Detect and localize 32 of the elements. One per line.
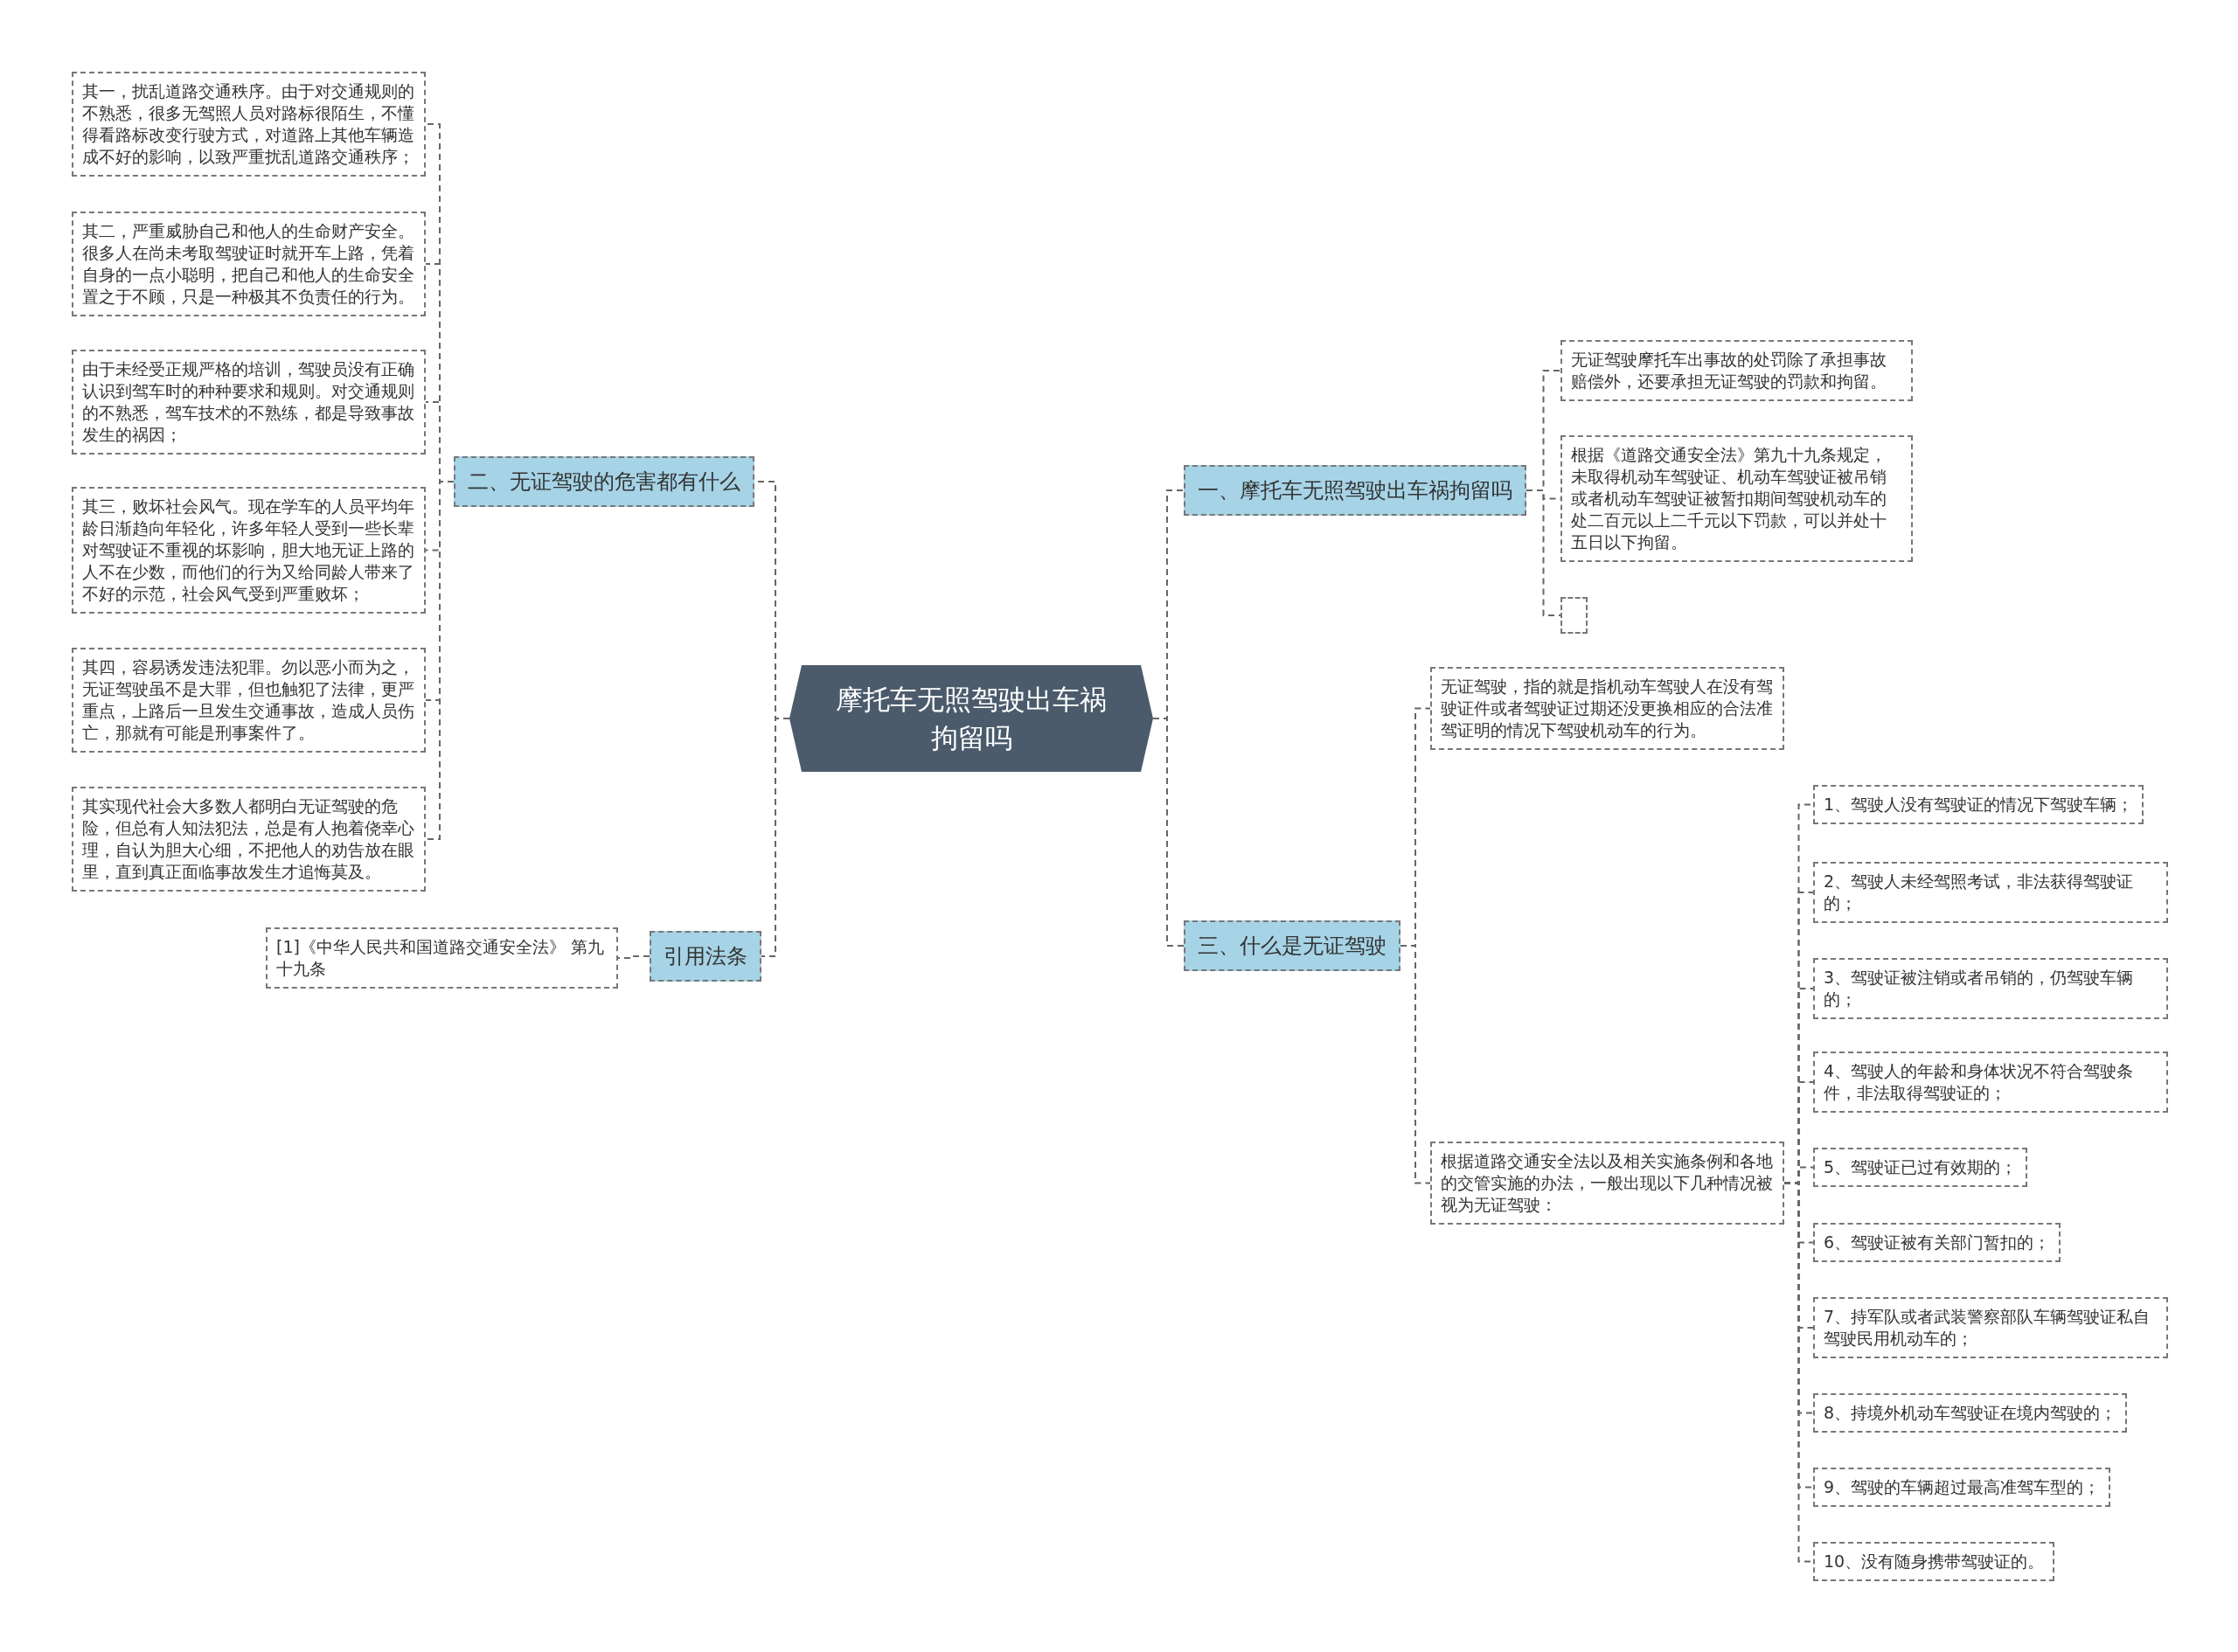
- text-box: 其三，败坏社会风气。现在学车的人员平均年龄日渐趋向年轻化，许多年轻人受到一些长辈对驾驶证不重视的坏影响，胆大地无证上路的人不在少数，而他们的行为又给同龄人带来了不好的示范，社会风气受到严重败坏；: [72, 487, 426, 614]
- branch-topic-box: 二、无证驾驶的危害都有什么: [454, 456, 754, 507]
- connector-line: [1152, 718, 1185, 947]
- text-box: 无证驾驶摩托车出事故的处罚除了承担事故赔偿外，还要承担无证驾驶的罚款和拘留。: [1560, 340, 1913, 401]
- text-box: 2、驾驶人未经驾照考试，非法获得驾驶证的；: [1813, 862, 2168, 923]
- text-box: 3、驾驶证被注销或者吊销的，仍驾驶车辆的；: [1813, 958, 2168, 1019]
- text-box: 无证驾驶，指的就是指机动车驾驶人在没有驾驶证件或者驾驶证过期还没更换相应的合法准驾证明的情况下驾驶机动车的行为。: [1430, 667, 1784, 750]
- text-box: 8、持境外机动车驾驶证在境内驾驶的；: [1813, 1393, 2128, 1433]
- text-box: 由于未经受正规严格的培训，驾驶员没有正确认识到驾车时的种种要求和规则。对交通规则的不熟悉，驾车技术的不熟练，都是导致事故发生的祸因；: [72, 350, 426, 455]
- branch-topic-box: 引用法条: [650, 931, 761, 982]
- connector-line: [1526, 489, 1561, 616]
- text-box: 4、驾驶人的年龄和身体状况不符合驾驶条件，非法取得驾驶证的；: [1813, 1052, 2168, 1113]
- text-box: 10、没有随身携带驾驶证的。: [1813, 1542, 2055, 1581]
- text-box: 其实现代社会大多数人都明白无证驾驶的危险，但总有人知法犯法，总是有人抱着侥幸心理，自认为胆大心细，不把他人的劝告放在眼里，直到真正面临事故发生才追悔莫及。: [72, 787, 426, 892]
- branch-topic-box: 三、什么是无证驾驶: [1184, 920, 1400, 971]
- connector-line: [761, 718, 790, 957]
- text-box: 6、驾驶证被有关部门暂扣的；: [1813, 1223, 2061, 1262]
- text-box: 9、驾驶的车辆超过最高准驾车型的；: [1813, 1468, 2111, 1507]
- text-box: 1、驾驶人没有驾驶证的情况下驾驶车辆；: [1813, 785, 2144, 824]
- branch-topic-box: 一、摩托车无照驾驶出车祸拘留吗: [1184, 465, 1526, 516]
- connector-line: [617, 955, 650, 959]
- text-box: 根据道路交通安全法以及相关实施条例和各地的交管实施的办法，一般出现以下几种情况被视为无证驾驶：: [1430, 1142, 1784, 1225]
- text-box: [1]《中华人民共和国道路交通安全法》 第九十九条: [266, 927, 618, 989]
- text-box: 其二，严重威胁自己和他人的生命财产安全。很多人在尚未考取驾驶证时就开车上路，凭着自身的一点小聪明，把自己和他人的生命安全置之于不顾，只是一种极其不负责任的行为。: [72, 212, 426, 316]
- text-box: 5、驾驶证已过有效期的；: [1813, 1148, 2028, 1187]
- text-box: 7、持军队或者武装警察部队车辆驾驶证私自驾驶民用机动车的；: [1813, 1297, 2168, 1358]
- text-box: 根据《道路交通安全法》第九十九条规定，未取得机动车驾驶证、机动车驾驶证被吊销或者机动车驾驶证被暂扣期间驾驶机动车的处二百元以上二千元以下罚款，可以并处十五日以下拘留。: [1560, 435, 1913, 562]
- text-box: 其四，容易诱发违法犯罪。勿以恶小而为之，无证驾驶虽不是大罪，但也触犯了法律，更严重点，上路后一旦发生交通事故，造成人员伤亡，那就有可能是刑事案件了。: [72, 648, 426, 753]
- empty-box: [1560, 597, 1588, 634]
- connector-line: [1400, 945, 1431, 1184]
- central-topic-box: 摩托车无照驾驶出车祸拘留吗: [789, 665, 1153, 772]
- text-box: 其一，扰乱道路交通秩序。由于对交通规则的不熟悉，很多无驾照人员对路标很陌生，不懂得看路标改变行驶方式，对道路上其他车辆造成不好的影响，以致严重扰乱道路交通秩序；: [72, 72, 426, 177]
